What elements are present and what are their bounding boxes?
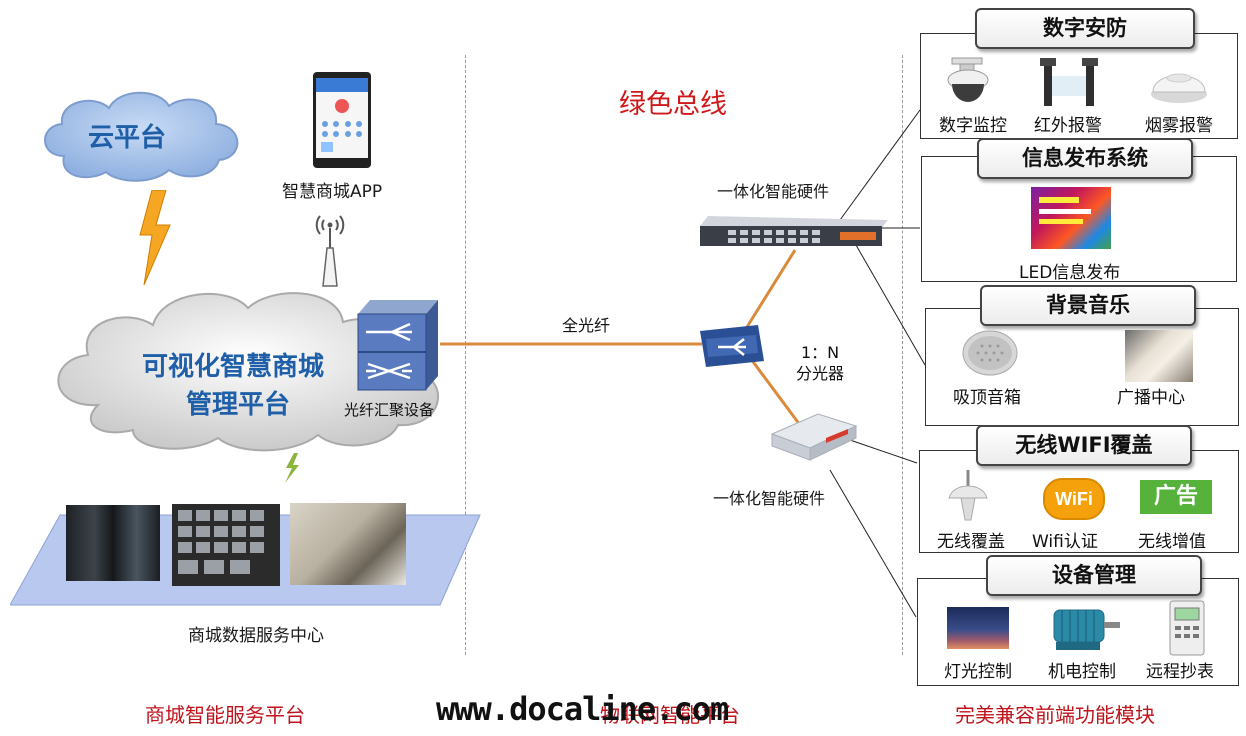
green-bus-title: 绿色总线 (619, 89, 727, 120)
hardware-bottom-label: 一体化智能硬件 (713, 489, 826, 508)
cloud-platform-label: 云平台 (88, 123, 167, 153)
hardware-top-label: 一体化智能硬件 (717, 182, 830, 201)
street-light-photo (947, 607, 1009, 649)
broadcast-center-photo (1125, 330, 1193, 382)
led-screen-image (1031, 187, 1111, 249)
fiber-label: 全光纤 (562, 316, 611, 335)
security-item-smoke: 烟雾报警 (1145, 116, 1213, 136)
device-item-motor: 机电控制 (1048, 662, 1116, 682)
lightning-icon (139, 190, 171, 285)
ad-icon-text: 广告 (1153, 484, 1198, 509)
security-item-infrared: 红外报警 (1034, 116, 1102, 136)
management-platform-line1: 可视化智慧商城 (142, 352, 325, 382)
wifi-module-title: 无线WIFI覆盖 (976, 425, 1192, 466)
office-staff-photo (290, 503, 406, 585)
music-module-title: 背景音乐 (980, 285, 1196, 326)
dome-camera-icon (947, 57, 989, 102)
info-module-title: 信息发布系统 (977, 138, 1193, 179)
wifi-item-coverage: 无线覆盖 (937, 532, 1005, 552)
aggregator-label: 光纤汇聚设备 (344, 401, 435, 419)
info-item-led: LED信息发布 (1019, 263, 1121, 283)
watermark: www.docaline.com (436, 690, 729, 728)
device-module-title: 设备管理 (986, 555, 1202, 596)
footer-left: 商城智能服务平台 (145, 703, 305, 727)
music-item-speaker: 吸顶音箱 (953, 388, 1021, 408)
fiber-aggregator-icon (357, 300, 438, 391)
smartphone-icon (313, 72, 371, 168)
infrared-post-icon (1040, 58, 1098, 106)
wireless-antenna-icon (315, 215, 345, 287)
server-room-photo (66, 505, 160, 581)
divider-right (902, 55, 903, 655)
small-lightning-icon (285, 453, 299, 483)
wifi-logo-text: WiFi (1055, 489, 1093, 509)
security-module-title: 数字安防 (975, 8, 1195, 49)
wifi-item-auth: Wifi认证 (1032, 532, 1098, 552)
smoke-detector-icon (1151, 73, 1207, 103)
meter-icon (1169, 600, 1205, 656)
wireless-ap-icon (948, 470, 988, 521)
cloud-platform-icon (44, 91, 239, 182)
datacenter-label: 商城数据服务中心 (188, 626, 324, 646)
switch-hardware-icon (700, 216, 888, 246)
splitter-label-line1: 1：N (801, 343, 840, 362)
app-label: 智慧商城APP (282, 182, 383, 202)
monitor-wall-photo (172, 504, 280, 586)
ceiling-speaker-icon (962, 330, 1018, 376)
footer-middle: 物联网智能平台 (600, 703, 740, 727)
optical-splitter-icon (700, 325, 764, 367)
divider-left (465, 55, 466, 655)
splitter-label-line2: 分光器 (796, 364, 845, 383)
footer-right: 完美兼容前端功能模块 (955, 703, 1155, 727)
device-item-meter: 远程抄表 (1146, 662, 1214, 682)
gateway-hardware-icon (770, 413, 858, 461)
management-platform-line2: 管理平台 (186, 390, 291, 420)
device-item-light: 灯光控制 (944, 662, 1012, 682)
music-item-broadcast: 广播中心 (1117, 388, 1185, 408)
wifi-logo-icon: WiFi (1043, 478, 1105, 520)
security-item-monitor: 数字监控 (939, 116, 1007, 136)
wifi-item-value: 无线增值 (1138, 532, 1206, 552)
ad-icon: 广告 (1140, 480, 1212, 514)
motor-icon (1053, 609, 1120, 650)
